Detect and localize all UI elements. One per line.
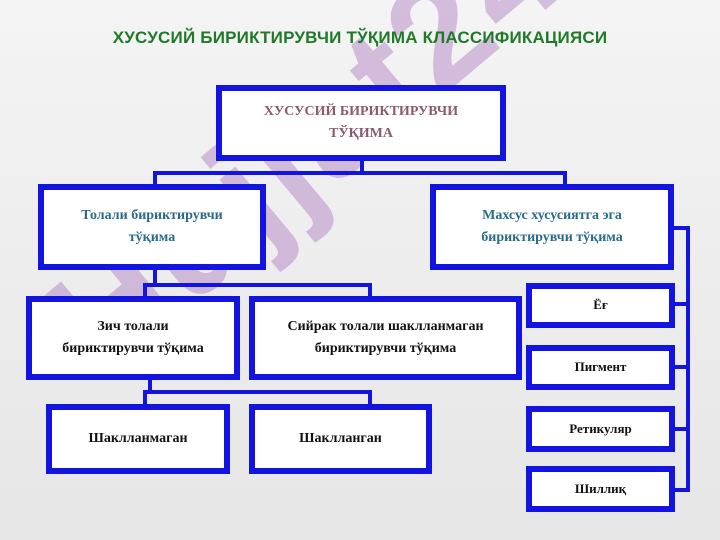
dense-line2: бириктирувчи тўқима xyxy=(62,341,204,356)
special-line2: бириктирувчи тўқима xyxy=(481,230,623,245)
loose-box: Сийрак толали шаклланмаган бириктирувчи … xyxy=(249,296,522,380)
special-item-mucous: Шиллиқ xyxy=(526,466,675,512)
fibrous-line1: Толали бириктирувчи xyxy=(81,208,223,224)
fibrous-line2: тўқима xyxy=(128,230,176,245)
connector-root xyxy=(153,160,364,185)
loose-line1: Сийрак толали шаклланмаган xyxy=(287,319,484,335)
root-line1: ХУСУСИЙ БИРИКТИРУВЧИ xyxy=(263,104,459,120)
connector-root-right xyxy=(362,171,567,185)
fibrous-box: Толали бириктирувчи тўқима xyxy=(38,184,266,270)
connector-special xyxy=(672,226,690,492)
formed-box: Шаклланган xyxy=(249,404,432,474)
dense-box: Зич толали бириктирувчи тўқима xyxy=(26,296,240,380)
connector-fibrous-right xyxy=(145,283,372,297)
slide-title: ХУСУСИЙ БИРИКТИРУВЧИ ТЎҚИМА КЛАССИФИКАЦИ… xyxy=(112,28,608,47)
connector-dense-right xyxy=(145,390,372,406)
special-item-reticular: Ретикуляр xyxy=(526,406,675,452)
unformed-box: Шаклланмаган xyxy=(46,404,230,474)
special-box: Махсус хусусиятга эга бириктирувчи тўқим… xyxy=(430,184,674,270)
loose-line2: бириктирувчи тўқима xyxy=(314,341,457,356)
connector-fibrous xyxy=(143,268,157,297)
root-box: ХУСУСИЙ БИРИКТИРУВЧИ ТЎҚИМА xyxy=(216,85,506,161)
special-item-fat: Ёғ xyxy=(526,283,675,328)
root-line2: ТЎҚИМА xyxy=(329,126,393,141)
dense-line1: Зич толали xyxy=(97,319,169,335)
special-item-pigment: Пигмент xyxy=(526,345,675,390)
special-line1: Махсус хусусиятга эга xyxy=(482,208,622,224)
